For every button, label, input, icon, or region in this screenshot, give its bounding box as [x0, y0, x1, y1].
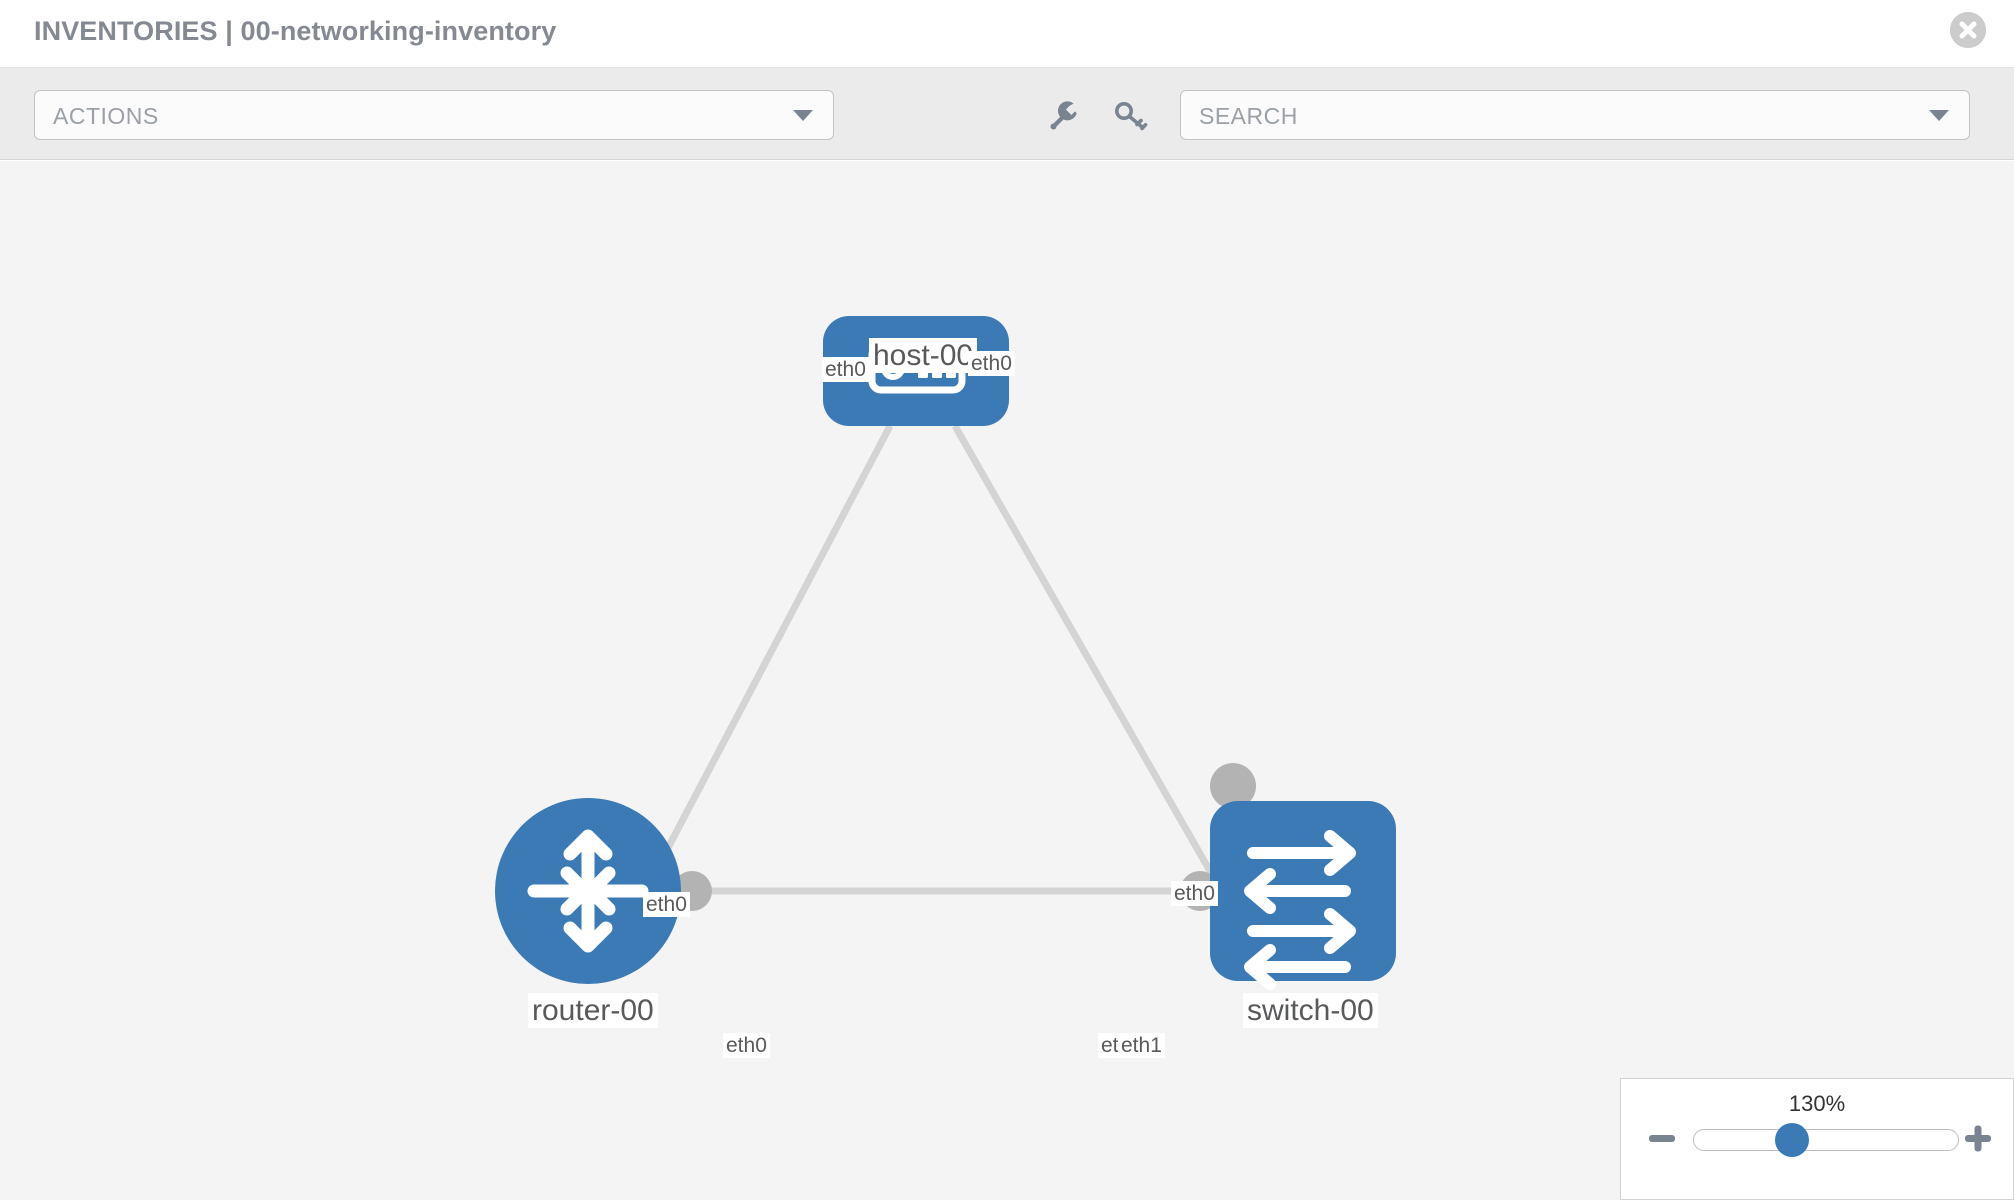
actions-dropdown-label: ACTIONS	[53, 103, 159, 129]
node-router-00[interactable]	[495, 798, 681, 984]
page-title: INVENTORIES | 00-networking-inventory	[34, 16, 557, 46]
key-icon[interactable]	[1110, 96, 1150, 136]
node-label-switch-00: switch-00	[1243, 993, 1378, 1028]
plus-icon[interactable]	[1961, 1121, 1995, 1155]
iface-label-host-eth0-right: eth0	[968, 351, 1015, 377]
connector-switch-eth0	[1210, 763, 1256, 809]
chevron-down-icon[interactable]	[1929, 110, 1949, 121]
iface-label-host-eth0-left: eth0	[822, 357, 869, 383]
search-placeholder: SEARCH	[1199, 103, 1298, 129]
zoom-control-panel: 130%	[1620, 1078, 2014, 1200]
zoom-level-value: 130%	[1788, 1091, 1846, 1116]
node-switch-00[interactable]	[1210, 801, 1396, 990]
iface-label-switch-uplink-eth0: eth0	[1171, 881, 1218, 907]
minus-icon[interactable]	[1645, 1121, 1679, 1155]
node-label-host-00: host-00	[869, 338, 978, 373]
topology-canvas[interactable]: host-00 router-00 switch-00 eth0 eth0 et…	[0, 161, 2014, 1200]
iface-label-router-uplink-eth0: eth0	[643, 892, 690, 918]
search-input[interactable]: SEARCH	[1180, 90, 1970, 140]
page-header: INVENTORIES | 00-networking-inventory	[0, 0, 2014, 68]
router-arrows-icon	[527, 829, 649, 953]
zoom-slider-track[interactable]	[1693, 1129, 1959, 1151]
iface-label-switch-eth1: eth1	[1118, 1033, 1165, 1059]
link-host-router	[636, 424, 894, 903]
toolbar: ACTIONS SEARCH	[0, 68, 2014, 160]
link-host-switch	[951, 424, 1234, 908]
node-label-router-00: router-00	[528, 993, 658, 1028]
chevron-down-icon	[793, 110, 813, 121]
wrench-icon[interactable]	[1044, 96, 1084, 136]
topology-graph	[495, 316, 1396, 990]
close-icon[interactable]	[1950, 12, 1986, 48]
iface-label-router-eth0: eth0	[723, 1033, 770, 1059]
zoom-slider-handle[interactable]	[1775, 1123, 1809, 1157]
actions-dropdown[interactable]: ACTIONS	[34, 90, 834, 140]
switch-arrows-icon	[1244, 830, 1356, 990]
